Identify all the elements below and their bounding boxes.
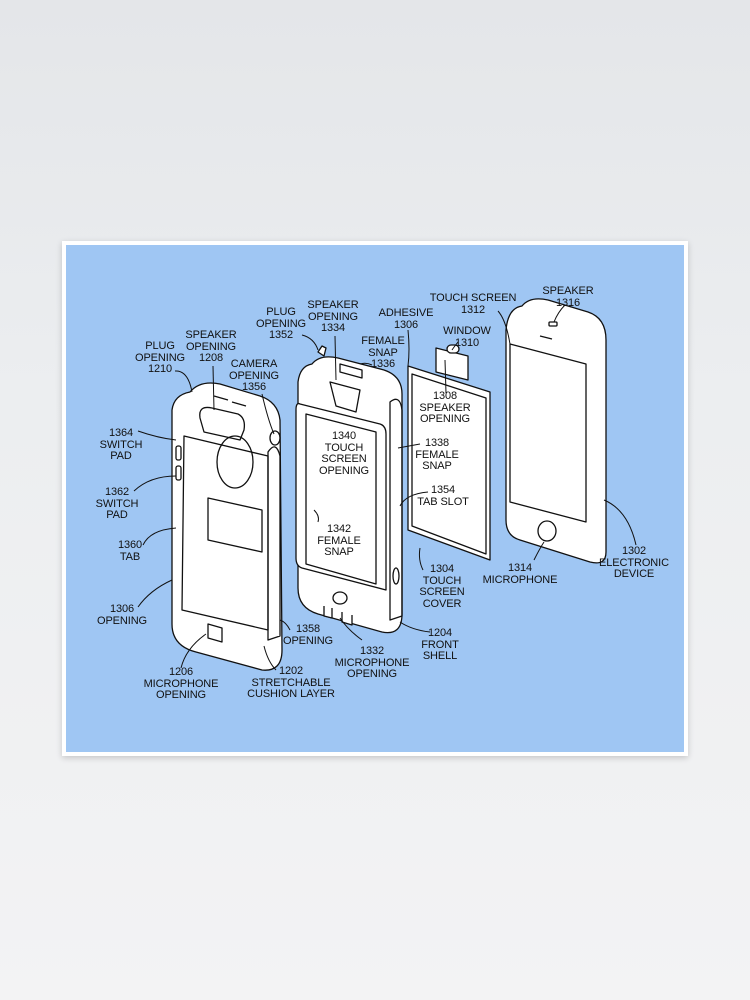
label-opening-1306: 1306 OPENING xyxy=(96,603,148,627)
label-speaker-1316: SPEAKER 1316 xyxy=(542,285,594,309)
label-female-snap-1338: 1338 FEMALE SNAP xyxy=(415,437,459,473)
label-adhesive-1306: ADHESIVE 1306 xyxy=(378,307,434,331)
label-camera-opening-1356: CAMERA OPENING 1356 xyxy=(228,358,280,394)
label-plug-opening-1352: PLUG OPENING 1352 xyxy=(255,306,307,342)
label-tab-1360: 1360 TAB xyxy=(117,539,143,563)
label-window-1310: WINDOW 1310 xyxy=(443,325,491,349)
label-switch-pad-1362: 1362 SWITCH PAD xyxy=(95,486,139,522)
label-tab-slot-1354: 1354 TAB SLOT xyxy=(417,484,469,508)
label-female-snap-1342: 1342 FEMALE SNAP xyxy=(317,523,361,559)
poster-frame: PLUG OPENING 1210 SPEAKER OPENING 1208 C… xyxy=(62,241,688,756)
diagram-drawing xyxy=(133,298,637,671)
label-electronic-device-1302: 1302 ELECTRONIC DEVICE xyxy=(599,545,669,581)
label-microphone-opening-1332: 1332 MICROPHONE OPENING xyxy=(334,645,410,681)
label-microphone-opening-1206: 1206 MICROPHONE OPENING xyxy=(143,666,219,702)
label-speaker-opening-1208: SPEAKER OPENING 1208 xyxy=(185,329,237,365)
front-shell-1204 xyxy=(295,345,403,634)
patent-diagram: PLUG OPENING 1210 SPEAKER OPENING 1208 C… xyxy=(66,245,684,752)
label-front-shell-1204: 1204 FRONT SHELL xyxy=(421,627,459,663)
electronic-device-1302 xyxy=(505,298,607,564)
leader-lines xyxy=(133,304,637,671)
label-touch-screen-1312: TOUCH SCREEN 1312 xyxy=(429,292,517,316)
label-touch-screen-opening-1340: 1340 TOUCH SCREEN OPENING xyxy=(318,430,370,477)
label-female-snap-1336: FEMALE SNAP 1336 xyxy=(361,335,405,371)
label-switch-pad-1364: 1364 SWITCH PAD xyxy=(99,427,143,463)
label-speaker-opening-1308: 1308 SPEAKER OPENING xyxy=(419,390,471,426)
label-plug-opening-1210: PLUG OPENING 1210 xyxy=(134,340,186,376)
label-stretchable-cushion-layer-1202: 1202 STRETCHABLE CUSHION LAYER xyxy=(247,665,335,701)
label-opening-1358: 1358 OPENING xyxy=(282,623,334,647)
cushion-layer-1202 xyxy=(171,382,283,671)
label-speaker-opening-1334: SPEAKER OPENING 1334 xyxy=(307,299,359,335)
label-microphone-1314: 1314 MICROPHONE xyxy=(482,562,558,586)
label-touch-screen-cover-1304: 1304 TOUCH SCREEN COVER xyxy=(419,563,465,610)
